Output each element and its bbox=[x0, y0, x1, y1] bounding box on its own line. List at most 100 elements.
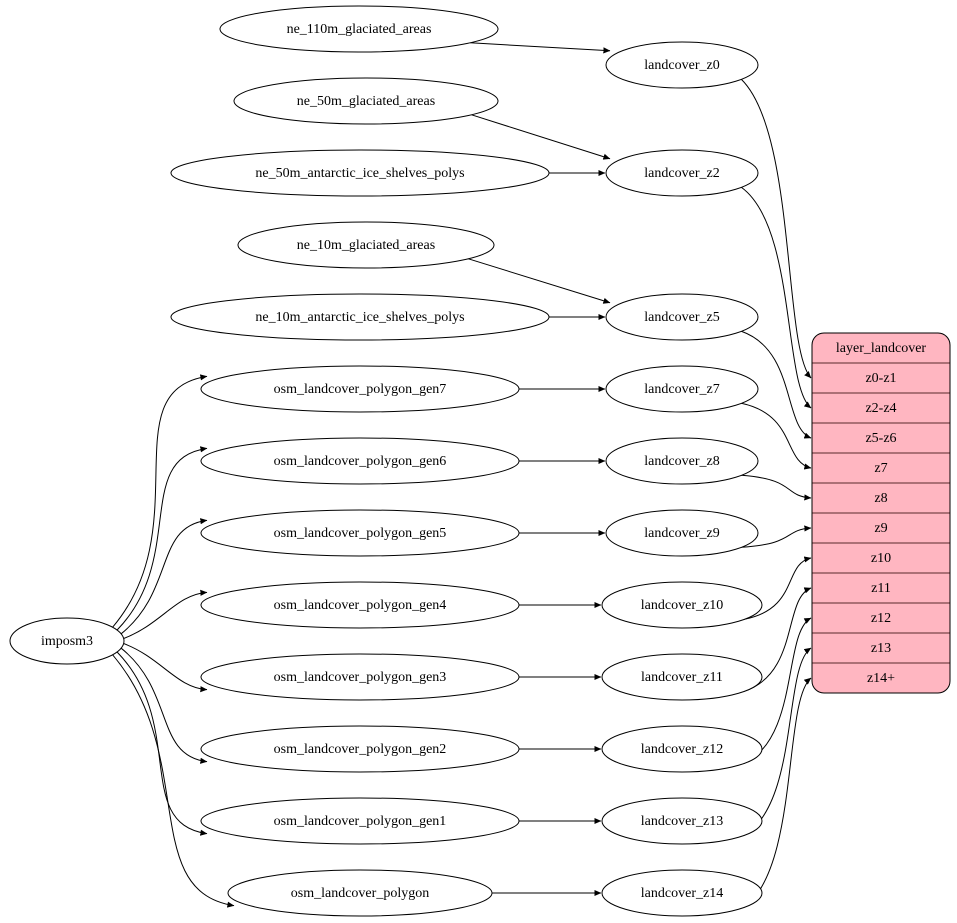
edge-ne_50m_glaciated_areas-to-landcover_z2[interactable] bbox=[471, 114, 611, 160]
node-label: landcover_z13 bbox=[641, 814, 723, 829]
node-label: ne_50m_glaciated_areas bbox=[297, 94, 435, 109]
edge-landcover_z11-to-layer_landcover_z11[interactable] bbox=[744, 587, 812, 692]
node-osm_landcover_polygon_gen4[interactable]: osm_landcover_polygon_gen4 bbox=[200, 581, 520, 629]
table-row-z7[interactable]: z7 bbox=[812, 452, 950, 484]
node-label: osm_landcover_polygon bbox=[291, 886, 429, 901]
table-row-z5-z6[interactable]: z5-z6 bbox=[812, 422, 950, 454]
node-label: imposm3 bbox=[41, 634, 93, 649]
node-label: landcover_z2 bbox=[644, 166, 719, 181]
node-label: landcover_z11 bbox=[641, 670, 723, 685]
node-layer: imposm3 ne_110m_glaciated_areas ne_50m_gla… bbox=[9, 5, 763, 917]
node-osm_landcover_polygon[interactable]: osm_landcover_polygon bbox=[227, 869, 493, 917]
edge-ne_10m_glaciated_areas-to-landcover_z5[interactable] bbox=[468, 258, 611, 304]
node-label: osm_landcover_polygon_gen2 bbox=[274, 742, 447, 757]
edge-landcover_z10-to-layer_landcover_z10[interactable] bbox=[744, 556, 812, 620]
node-ne_10m_antarctic_ice_shelves_polys[interactable]: ne_10m_antarctic_ice_shelves_polys bbox=[170, 293, 550, 341]
table-node-layer_landcover[interactable]: layer_landcover z0-z1 z2-z4 z5-z6 z7 z8 z9 z10 z… bbox=[812, 333, 950, 693]
table-cell-label: z0-z1 bbox=[865, 371, 896, 386]
table-row-z13[interactable]: z13 bbox=[812, 632, 950, 664]
node-landcover_z11[interactable]: landcover_z11 bbox=[601, 653, 763, 701]
node-label: landcover_z0 bbox=[644, 58, 719, 73]
table-row-z12[interactable]: z12 bbox=[812, 602, 950, 634]
node-label: landcover_z7 bbox=[644, 382, 719, 397]
node-landcover_z5[interactable]: landcover_z5 bbox=[605, 293, 759, 341]
table-cell-label: z14+ bbox=[867, 671, 895, 686]
node-label: ne_10m_antarctic_ice_shelves_polys bbox=[255, 310, 464, 325]
table-row-z11[interactable]: z11 bbox=[812, 572, 950, 604]
table-cell-label: z12 bbox=[871, 611, 891, 626]
edge-landcover_z2-to-layer_landcover_z2-z4[interactable] bbox=[740, 186, 812, 409]
node-landcover_z8[interactable]: landcover_z8 bbox=[605, 437, 759, 485]
edge-imposm3-to-osm_landcover_polygon_gen5[interactable] bbox=[120, 518, 208, 635]
node-landcover_z13[interactable]: landcover_z13 bbox=[601, 797, 763, 845]
node-ne_110m_glaciated_areas[interactable]: ne_110m_glaciated_areas bbox=[219, 5, 499, 53]
node-label: landcover_z5 bbox=[644, 310, 719, 325]
edge-landcover_z5-to-layer_landcover_z5-z6[interactable] bbox=[741, 330, 812, 439]
node-label: landcover_z12 bbox=[641, 742, 723, 757]
node-label: ne_10m_glaciated_areas bbox=[297, 238, 435, 253]
table-cell-label: z13 bbox=[871, 641, 891, 656]
node-osm_landcover_polygon_gen3[interactable]: osm_landcover_polygon_gen3 bbox=[200, 653, 520, 701]
table-header-cell[interactable]: layer_landcover bbox=[812, 333, 950, 364]
table-cell-label: z11 bbox=[871, 581, 891, 596]
table-cell-label: z2-z4 bbox=[865, 401, 896, 416]
node-label: landcover_z10 bbox=[641, 598, 723, 613]
node-label: osm_landcover_polygon_gen5 bbox=[274, 526, 447, 541]
table-row-z2-z4[interactable]: z2-z4 bbox=[812, 392, 950, 424]
edge-landcover_z0-to-layer_landcover_z0-z1[interactable] bbox=[740, 78, 812, 379]
edge-imposm3-to-osm_landcover_polygon_gen1[interactable] bbox=[116, 651, 208, 836]
edge-imposm3-to-osm_landcover_polygon_gen2[interactable] bbox=[120, 647, 208, 764]
table-row-z9[interactable]: z9 bbox=[812, 512, 950, 544]
node-landcover_z10[interactable]: landcover_z10 bbox=[601, 581, 763, 629]
table-cell-label: z9 bbox=[874, 521, 887, 536]
table-cell-label: z10 bbox=[871, 551, 891, 566]
table-cell-label: z7 bbox=[874, 461, 887, 476]
edge-imposm3-to-osm_landcover_polygon_gen4[interactable] bbox=[123, 589, 208, 639]
node-label: osm_landcover_polygon_gen3 bbox=[274, 670, 447, 685]
node-landcover_z0[interactable]: landcover_z0 bbox=[605, 41, 759, 89]
edge-imposm3-to-osm_landcover_polygon[interactable] bbox=[112, 654, 235, 908]
edge-layer bbox=[112, 42, 812, 908]
node-landcover_z7[interactable]: landcover_z7 bbox=[605, 365, 759, 413]
table-node-layer: layer_landcover z0-z1 z2-z4 z5-z6 z7 z8 z9 z10 z… bbox=[811, 332, 951, 694]
node-imposm3[interactable]: imposm3 bbox=[9, 617, 125, 665]
node-label: ne_50m_antarctic_ice_shelves_polys bbox=[255, 166, 464, 181]
node-label: osm_landcover_polygon_gen6 bbox=[274, 454, 447, 469]
node-label: osm_landcover_polygon_gen7 bbox=[274, 382, 447, 397]
node-osm_landcover_polygon_gen1[interactable]: osm_landcover_polygon_gen1 bbox=[200, 797, 520, 845]
edge-landcover_z14-to-layer_landcover_z14_[interactable] bbox=[744, 677, 812, 908]
edge-imposm3-to-osm_landcover_polygon_gen3[interactable] bbox=[123, 643, 208, 693]
table-row-z8[interactable]: z8 bbox=[812, 482, 950, 514]
edge-ne_110m_glaciated_areas-to-landcover_z0[interactable] bbox=[470, 42, 611, 54]
edge-landcover_z9-to-layer_landcover_z9[interactable] bbox=[741, 525, 812, 548]
node-ne_10m_glaciated_areas[interactable]: ne_10m_glaciated_areas bbox=[237, 221, 495, 269]
node-label: landcover_z14 bbox=[641, 886, 723, 901]
node-label: landcover_z8 bbox=[644, 454, 719, 469]
node-label: osm_landcover_polygon_gen1 bbox=[274, 814, 447, 829]
edge-landcover_z7-to-layer_landcover_z7[interactable] bbox=[741, 402, 812, 470]
node-osm_landcover_polygon_gen7[interactable]: osm_landcover_polygon_gen7 bbox=[200, 365, 520, 413]
node-label: ne_110m_glaciated_areas bbox=[287, 22, 432, 37]
node-osm_landcover_polygon_gen6[interactable]: osm_landcover_polygon_gen6 bbox=[200, 437, 520, 485]
node-landcover_z12[interactable]: landcover_z12 bbox=[601, 725, 763, 773]
edge-imposm3-to-osm_landcover_polygon_gen7[interactable] bbox=[112, 374, 208, 628]
table-row-z10[interactable]: z10 bbox=[812, 542, 950, 574]
table-row-z14+[interactable]: z14+ bbox=[812, 662, 950, 693]
table-cell-label: layer_landcover bbox=[836, 341, 927, 356]
table-row-z0-z1[interactable]: z0-z1 bbox=[812, 362, 950, 394]
table-outline bbox=[811, 332, 951, 694]
table-cell-label: z5-z6 bbox=[865, 431, 896, 446]
node-osm_landcover_polygon_gen5[interactable]: osm_landcover_polygon_gen5 bbox=[200, 509, 520, 557]
edge-landcover_z8-to-layer_landcover_z8[interactable] bbox=[741, 474, 812, 501]
node-landcover_z9[interactable]: landcover_z9 bbox=[605, 509, 759, 557]
node-ne_50m_glaciated_areas[interactable]: ne_50m_glaciated_areas bbox=[233, 77, 499, 125]
node-landcover_z2[interactable]: landcover_z2 bbox=[605, 149, 759, 197]
node-label: osm_landcover_polygon_gen4 bbox=[274, 598, 447, 613]
edge-imposm3-to-osm_landcover_polygon_gen6[interactable] bbox=[116, 446, 208, 631]
node-ne_50m_antarctic_ice_shelves_polys[interactable]: ne_50m_antarctic_ice_shelves_polys bbox=[170, 149, 550, 197]
node-osm_landcover_polygon_gen2[interactable]: osm_landcover_polygon_gen2 bbox=[200, 725, 520, 773]
node-landcover_z14[interactable]: landcover_z14 bbox=[601, 869, 763, 917]
table-cell-label: z8 bbox=[874, 491, 887, 506]
